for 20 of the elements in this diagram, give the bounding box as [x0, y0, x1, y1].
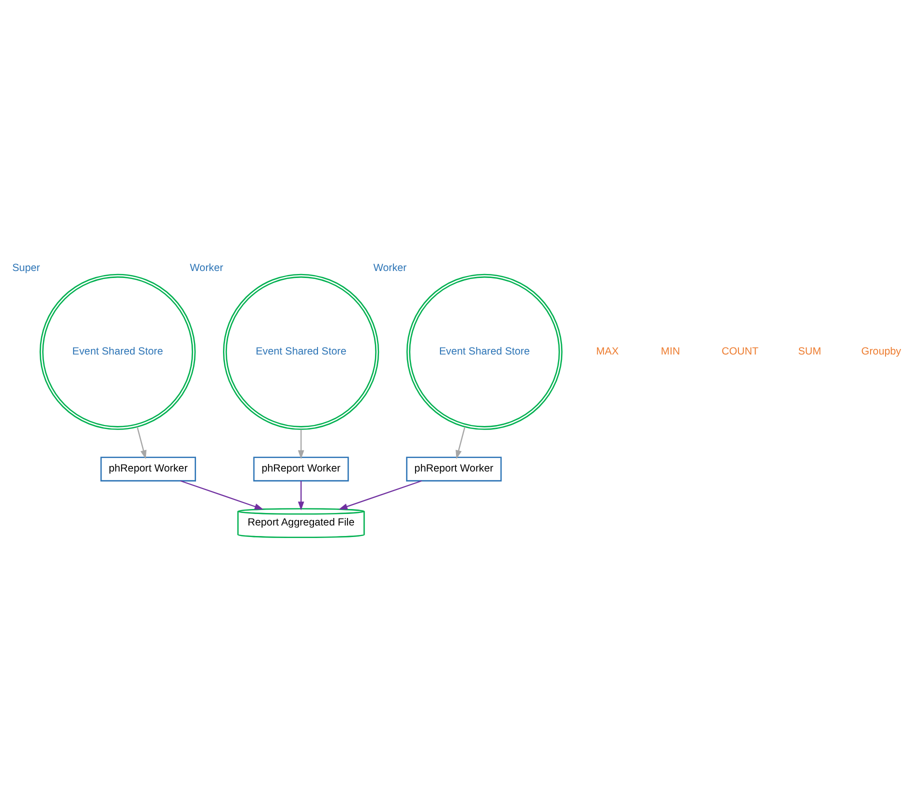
node-circle: Event Shared Store — [406, 273, 563, 430]
arrow — [180, 480, 264, 510]
arrow — [136, 426, 146, 459]
node-label: Super — [12, 262, 40, 274]
arrow — [298, 480, 304, 510]
arrow — [298, 429, 304, 459]
arrow — [338, 480, 422, 510]
arrow — [456, 426, 466, 459]
label: COUNT — [722, 346, 759, 357]
node-box: phReport Worker — [100, 456, 196, 481]
node-circle: Event Shared Store — [40, 273, 196, 430]
label: MIN — [660, 346, 680, 357]
label: MAX — [596, 346, 619, 357]
label: SUM — [798, 346, 822, 357]
node-label: Worker — [190, 262, 224, 274]
node-circle: Event Shared Store — [223, 273, 380, 430]
label: Groupby — [861, 346, 902, 357]
node-label: Worker — [373, 262, 407, 274]
node-box: phReport Worker — [406, 456, 502, 481]
node-box: phReport Worker — [253, 456, 349, 481]
